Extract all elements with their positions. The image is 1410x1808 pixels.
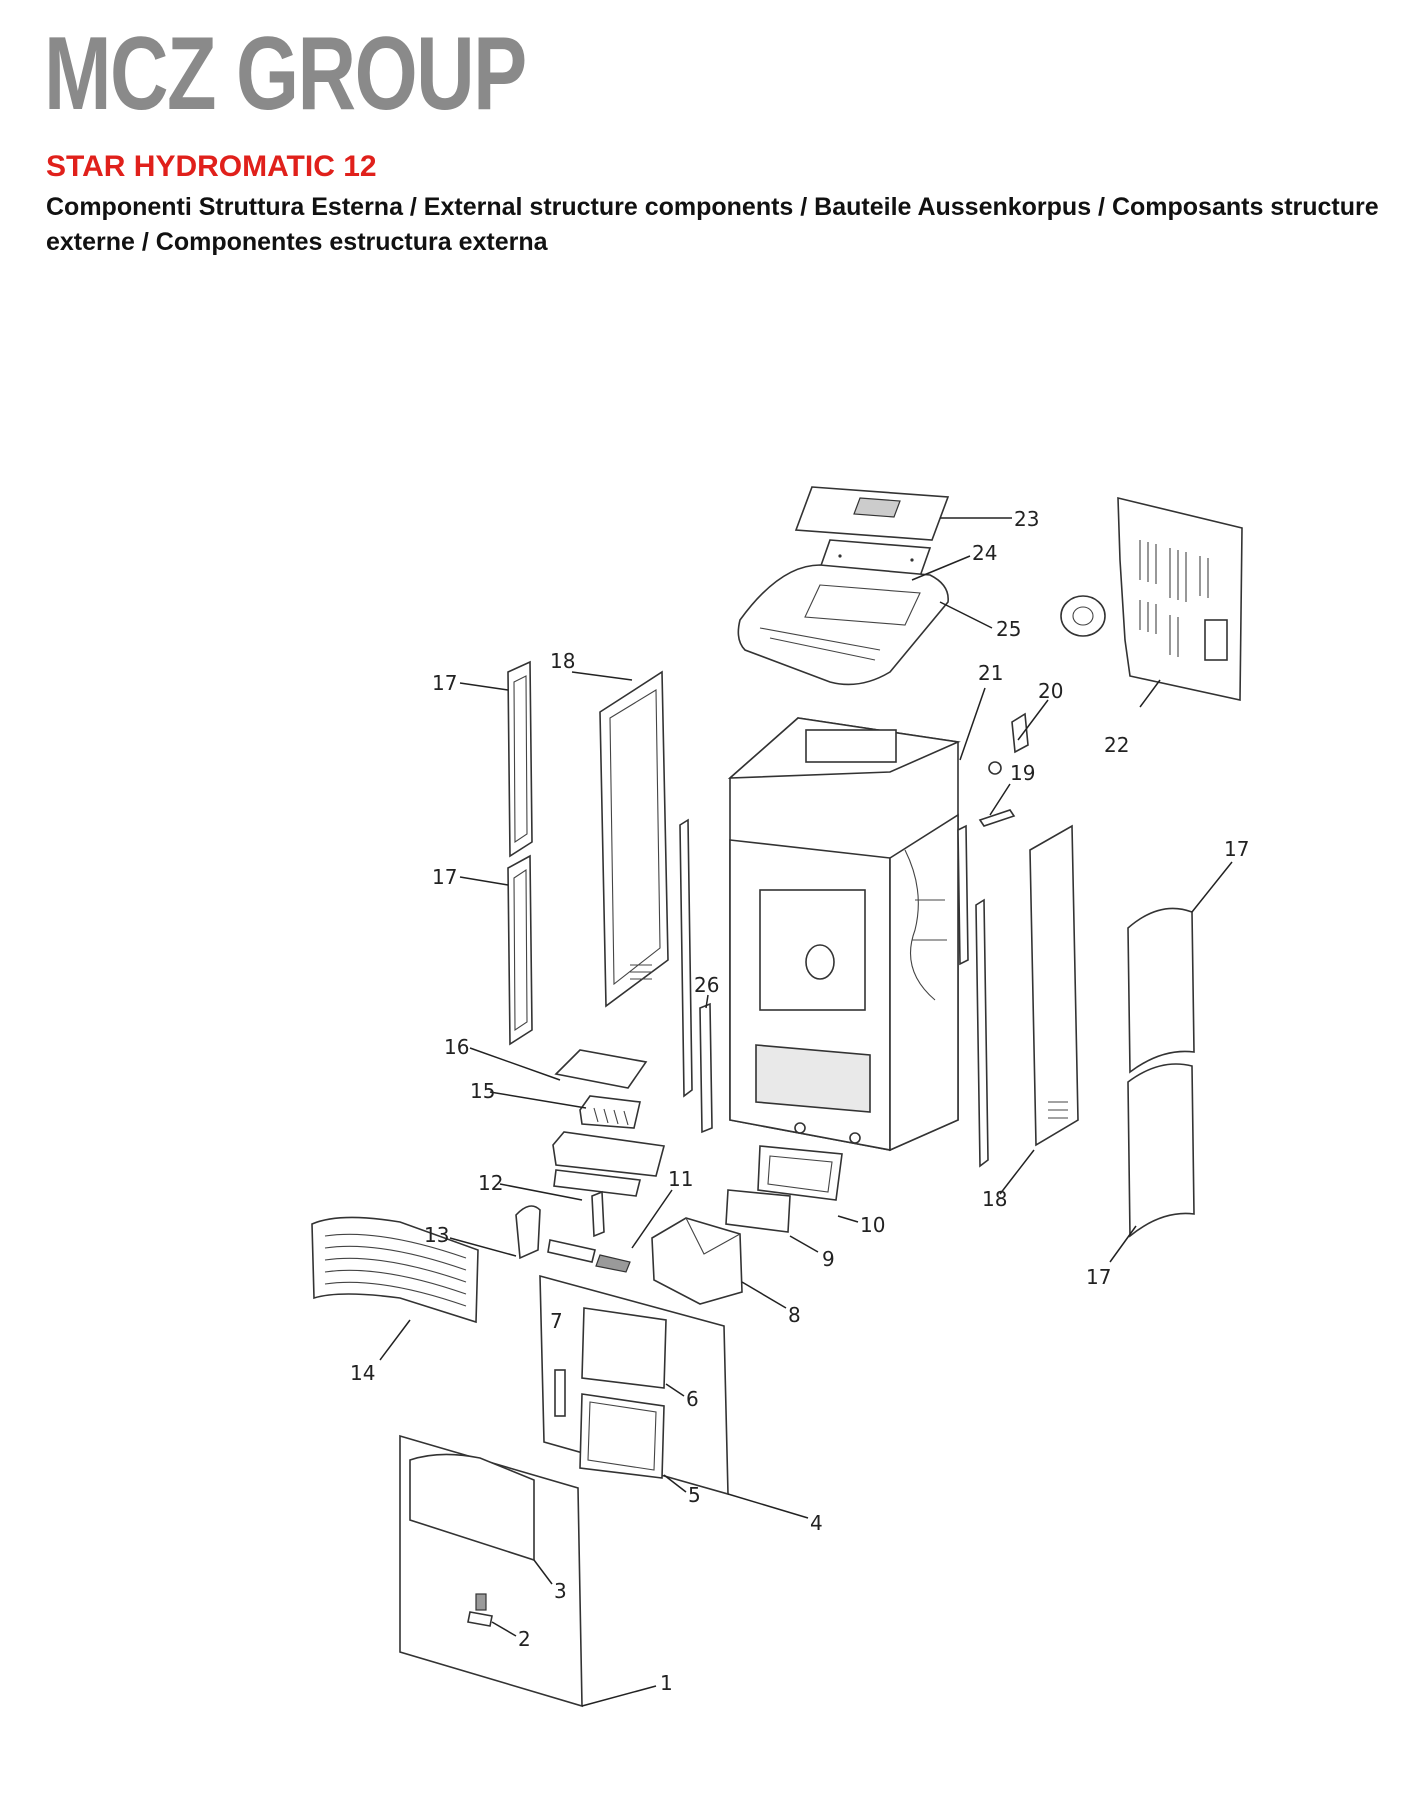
- part-drawer-tray: [552, 1131, 666, 1197]
- callout-6: 6: [686, 1387, 699, 1411]
- part-right-side-frame: [1029, 824, 1079, 1147]
- part-left-side-panel-upper: [507, 660, 533, 858]
- callout-1: 1: [660, 1671, 673, 1695]
- callout-7: 7: [550, 1309, 563, 1333]
- model-title: STAR HYDROMATIC 12: [46, 150, 377, 183]
- callout-18-right: 18: [982, 1187, 1007, 1211]
- callout-2: 2: [518, 1627, 531, 1651]
- part-grill-basket: [579, 1095, 641, 1129]
- callout-23: 23: [1014, 507, 1039, 531]
- callout-25: 25: [996, 617, 1021, 641]
- brand-logo: MCZ GROUP: [44, 16, 527, 132]
- callout-18-left: 18: [550, 649, 575, 673]
- callout-24: 24: [972, 541, 997, 565]
- callout-19: 19: [1010, 761, 1035, 785]
- callout-15: 15: [470, 1079, 495, 1103]
- callout-12: 12: [478, 1171, 503, 1195]
- callout-13: 13: [424, 1223, 449, 1247]
- part-right-side-panel-upper: [1127, 907, 1195, 1074]
- part-small-brackets: [515, 1190, 631, 1273]
- part-side-rails: [679, 818, 989, 1168]
- part-right-side-panel-lower: [1127, 1063, 1195, 1238]
- part-ceramic-top: [737, 564, 949, 686]
- leader-lines: [379, 517, 1233, 1707]
- callout-17-right-lower: 17: [1086, 1265, 1111, 1289]
- callout-17-left-lower: 17: [432, 865, 457, 889]
- callout-labels: 23 24 25 17 18 17 21 20 19 22 17 26 16 1…: [350, 507, 1249, 1695]
- part-front-door: [399, 1434, 583, 1708]
- callout-8: 8: [788, 1303, 801, 1327]
- part-brackets-right: [957, 712, 1029, 966]
- callout-14: 14: [350, 1361, 375, 1385]
- callout-17-left-upper: 17: [432, 671, 457, 695]
- callout-3: 3: [554, 1579, 567, 1603]
- callout-17-right-upper: 17: [1224, 837, 1249, 861]
- part-front-grille: [311, 1216, 479, 1324]
- callout-4: 4: [810, 1511, 823, 1535]
- callout-22: 22: [1104, 733, 1129, 757]
- components-subtitle: Componenti Struttura Esterna / External …: [46, 193, 1379, 256]
- callout-5: 5: [688, 1483, 701, 1507]
- callout-21: 21: [978, 661, 1003, 685]
- part-left-side-panel-lower: [507, 854, 533, 1046]
- part-left-side-frame: [599, 670, 669, 1008]
- callout-10: 10: [860, 1213, 885, 1237]
- part-ash-pan: [651, 1217, 743, 1305]
- part-main-body: [727, 717, 961, 1152]
- callout-16: 16: [444, 1035, 469, 1059]
- callout-26: 26: [694, 973, 719, 997]
- part-hopper-lid: [554, 1049, 648, 1089]
- callout-9: 9: [822, 1247, 835, 1271]
- part-door-frame: [757, 1145, 843, 1201]
- part-inner-door-assembly: [539, 1274, 729, 1496]
- part-top-cover-panel: [794, 486, 950, 541]
- part-rear-panel: [1060, 496, 1243, 701]
- callout-11: 11: [668, 1167, 693, 1191]
- part-glass-panel: [725, 1189, 791, 1233]
- callout-20: 20: [1038, 679, 1063, 703]
